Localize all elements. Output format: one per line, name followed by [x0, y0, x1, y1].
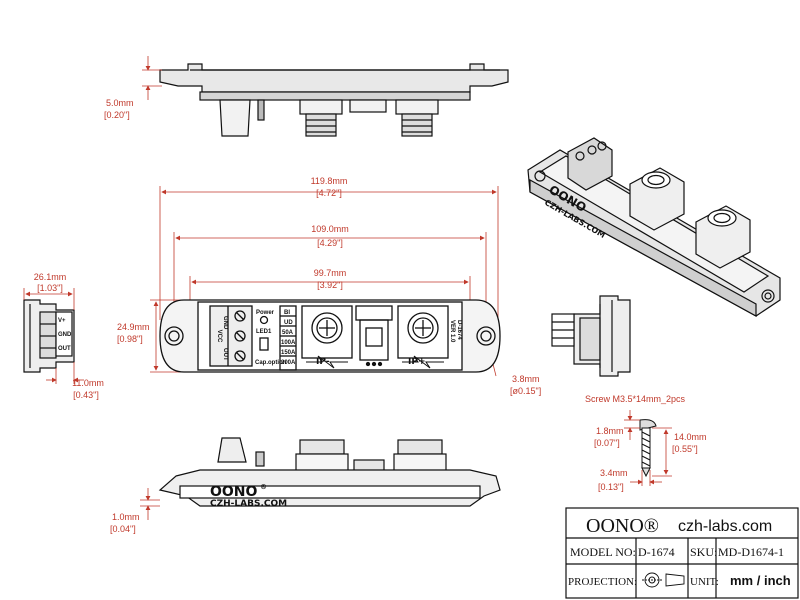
side-label-gnd: GND: [58, 332, 72, 338]
dim-lines-side: [23, 288, 84, 384]
left-side-view: [23, 299, 75, 373]
dim-body-width-in: [0.98"]: [117, 334, 143, 344]
unit-value: mm / inch: [730, 573, 791, 588]
title-block-logo: OONO®: [586, 515, 659, 537]
sku-value: MD-D1674-1: [718, 545, 784, 559]
isometric-view: [527, 137, 781, 318]
dim-body-width-mm: 24.9mm: [117, 322, 150, 332]
dim-lines-bottom: [140, 488, 160, 520]
dim-hole-dia-mm: 3.8mm: [512, 374, 540, 384]
right-side-view: [551, 295, 631, 377]
title-block: [565, 507, 799, 599]
plan-view-body: [159, 299, 501, 373]
dim-side-base-in: [0.43"]: [73, 390, 99, 400]
dim-screw-dia-mm: 3.4mm: [600, 468, 628, 478]
power-label: Power: [256, 310, 275, 316]
dim-screw-dia-in: [0.13"]: [598, 482, 624, 492]
dim-screw-head-in: [0.07"]: [594, 438, 620, 448]
screw-title: Screw M3.5*14mm_2pcs: [585, 394, 686, 404]
unit-label: UNIT:: [690, 576, 719, 588]
projection-label: PROJECTION:: [568, 576, 637, 588]
dim-overall-len-mm: 119.8mm: [311, 176, 348, 186]
setting-bi: BI: [284, 310, 290, 316]
dim-base-thick-mm: 1.0mm: [112, 512, 140, 522]
dim-screw-head-mm: 1.8mm: [596, 426, 624, 436]
terminal-label-vcc: VCC: [216, 330, 222, 343]
setting-50a: 50A: [282, 330, 294, 336]
top-elevation-view: [159, 63, 509, 137]
ip-plus-label: IP+: [408, 357, 426, 367]
terminal-label-gnd: GND: [222, 316, 228, 330]
dim-inner-len-in: [3.92"]: [317, 280, 343, 290]
dim-side-height-in: [1.03"]: [37, 283, 63, 293]
dim-hole-dia-in: [ø0.15"]: [510, 386, 541, 396]
dim-screw-len-in: [0.55"]: [672, 444, 698, 454]
dim-overall-len-in: [4.72"]: [316, 188, 342, 198]
terminal-label-out: OUT: [222, 348, 228, 361]
side-label-vplus: V+: [58, 318, 66, 324]
dim-top-height: [142, 56, 162, 100]
projection-symbol-icon: [642, 572, 685, 588]
dim-top-height-in: [0.20"]: [104, 110, 130, 120]
dim-hole-spacing-mm: 109.0mm: [311, 224, 349, 234]
dim-side-base-mm: 11.0mm: [72, 378, 104, 388]
dim-side-height-mm: 26.1mm: [34, 272, 67, 282]
setting-150a: 150A: [281, 350, 296, 356]
bottom-site: CZH-LABS.COM: [210, 499, 287, 509]
dim-top-height-mm: 5.0mm: [106, 98, 134, 108]
dim-screw-len-mm: 14.0mm: [674, 432, 707, 442]
model-no-value: D-1674: [638, 545, 675, 559]
bottom-elevation-view: [158, 437, 501, 507]
led-label: LED1: [256, 329, 272, 335]
setting-100a: 100A: [281, 340, 296, 346]
bottom-logo-reg: ®: [260, 483, 267, 491]
dim-lines-screw: [624, 410, 672, 486]
model-no-label: MODEL NO:: [570, 545, 636, 559]
dim-inner-len-mm: 99.7mm: [314, 268, 347, 278]
title-block-website: czh-labs.com: [678, 518, 772, 535]
dim-base-thick-in: [0.04"]: [110, 524, 136, 534]
screw-drawing: [639, 419, 657, 478]
cap-option-label: Cap.option: [255, 360, 287, 366]
setting-ud: UD: [284, 320, 293, 326]
ip-minus-label: IP-: [316, 357, 330, 367]
sku-label: SKU:: [690, 545, 717, 559]
dim-hole-spacing-in: [4.29"]: [317, 238, 343, 248]
setting-200a: 200A: [281, 360, 296, 366]
bottom-logo: OONO: [210, 484, 258, 500]
board-version-text: VER 1.0: [449, 320, 455, 343]
board-model-text: D-1674: [456, 320, 462, 340]
side-label-out: OUT: [58, 346, 71, 352]
